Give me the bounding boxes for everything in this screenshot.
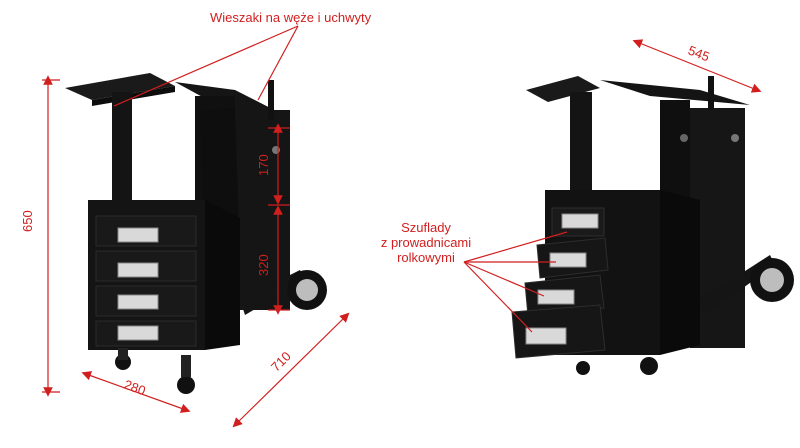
dimension-height: 650: [20, 210, 35, 232]
drawers-label-line-3: rolkowymi: [397, 250, 455, 265]
right-cart: [511, 76, 794, 375]
dimension-upper-gap: 170: [256, 154, 271, 176]
dimension-lower-gap: 320: [256, 254, 271, 276]
annotation-lines: [42, 25, 762, 428]
hangers-label: Wieszaki na węże i uchwyty: [210, 10, 372, 25]
left-cart: [65, 73, 327, 394]
drawers-label: Szuflady z prowadnicami rolkowymi: [374, 220, 478, 265]
drawers-label-line-1: Szuflady: [401, 220, 451, 235]
drawers-label-line-2: z prowadnicami: [380, 235, 472, 250]
